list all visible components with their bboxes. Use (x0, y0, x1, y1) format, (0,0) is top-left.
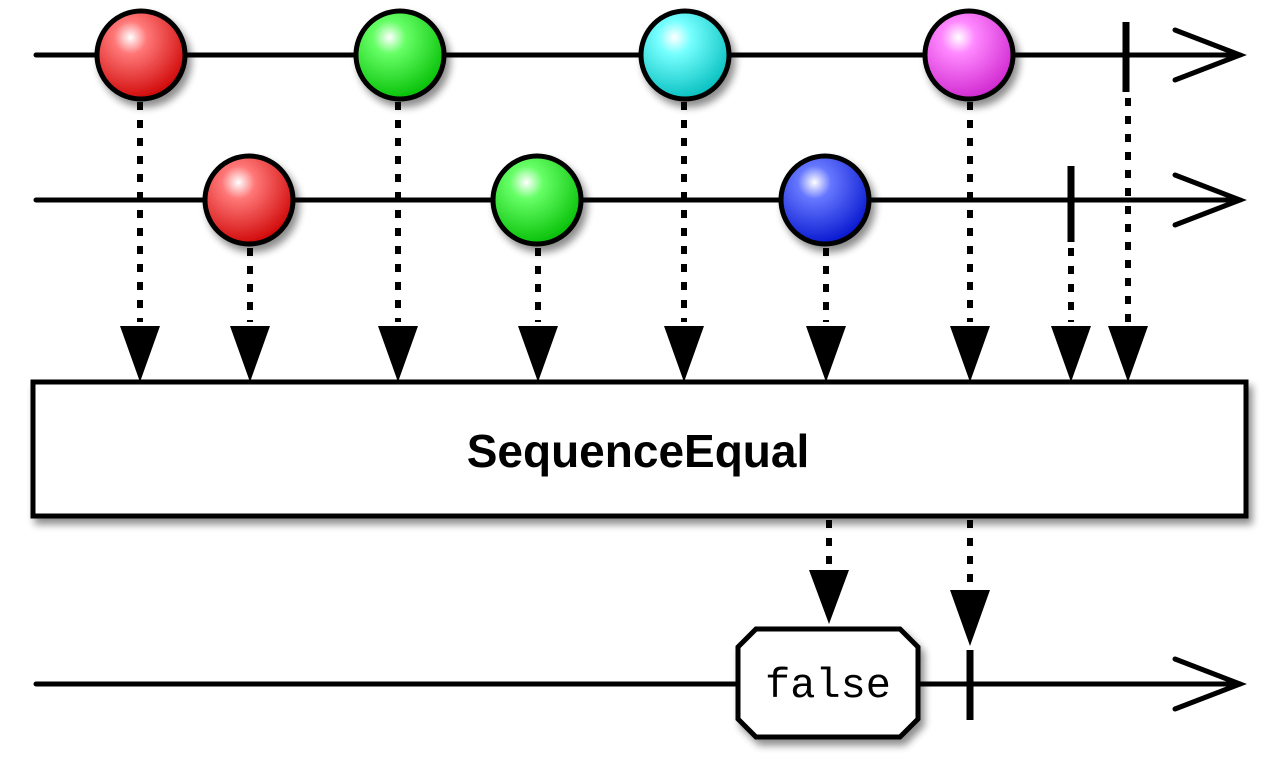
arrow-s1-red (120, 326, 160, 382)
marble-green (490, 153, 584, 247)
marble-green (353, 8, 447, 102)
result-timeline: false (33, 626, 1247, 740)
marble-blue (778, 153, 872, 247)
marble-red (202, 153, 296, 247)
arrow-s2-complete (1051, 326, 1091, 382)
arrow-s1-magenta (950, 326, 990, 382)
arrow-s1-green (378, 326, 418, 382)
arrow-out-complete (950, 590, 990, 646)
source1-marbles (94, 8, 1016, 102)
operator-box: SequenceEqual (30, 379, 1249, 519)
arrow-s1-cyan (664, 326, 704, 382)
result-arrowhead (1172, 656, 1247, 712)
input-connectors (120, 98, 1148, 382)
arrow-s1-complete (1108, 326, 1148, 382)
marble-cyan (638, 8, 732, 102)
output-connectors (809, 520, 990, 646)
marble-magenta (922, 8, 1016, 102)
arrow-s2-red (230, 326, 270, 382)
operator-rect (30, 379, 1249, 519)
marble-red (94, 8, 188, 102)
arrow-s2-green (518, 326, 558, 382)
source2-arrowhead (1172, 172, 1247, 228)
result-value-box (735, 626, 921, 740)
arrow-out-value (809, 570, 849, 624)
arrow-s2-blue (806, 326, 846, 382)
operator-label: SequenceEqual (467, 425, 810, 477)
source2-marbles (202, 153, 872, 247)
source1-timeline (33, 22, 1247, 92)
result-value-label: false (765, 662, 891, 710)
source1-arrowhead (1172, 27, 1247, 83)
